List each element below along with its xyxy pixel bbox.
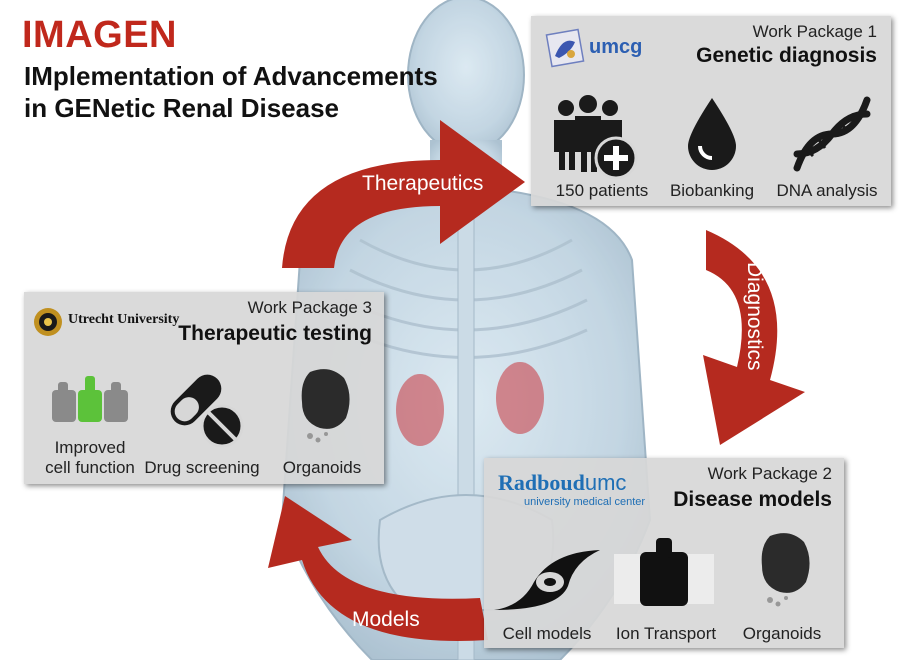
work-package-3-panel: Utrecht University Work Package 3 Therap… xyxy=(24,292,384,484)
organoid-icon xyxy=(301,369,350,443)
right-kidney xyxy=(496,362,544,434)
radboud-logo-sub: university medical center xyxy=(524,496,646,508)
left-kidney xyxy=(396,374,444,446)
pills-icon xyxy=(170,374,244,448)
wp3-caption-2: Drug screening xyxy=(144,458,260,477)
wp3-title: Therapeutic testing xyxy=(178,322,372,345)
cell-icon xyxy=(494,550,600,610)
work-package-1-panel: umcg Work Package 1 Genetic diagnosis 15… xyxy=(531,16,891,206)
wp2-caption-2: Ion Transport xyxy=(615,624,717,643)
page-title: IMAGEN xyxy=(22,14,177,56)
subtitle-line-2: in GENetic Renal Disease xyxy=(24,93,340,123)
therapeutics-arrow xyxy=(282,120,525,268)
wp2-caption-1: Cell models xyxy=(502,624,592,643)
dna-icon xyxy=(793,96,871,172)
umcg-logo-icon xyxy=(545,28,585,68)
wp3-caption-1: Improved cell function xyxy=(30,438,150,478)
patients-plus-icon xyxy=(554,95,638,180)
models-label: Models xyxy=(352,608,420,631)
wp2-title: Disease models xyxy=(673,488,832,511)
wp2-label: Work Package 2 xyxy=(707,464,832,483)
ion-transport-icon xyxy=(614,538,714,606)
utrecht-sun-icon xyxy=(34,308,62,336)
wp2-caption-3: Organoids xyxy=(742,624,822,643)
umcg-logo-text: umcg xyxy=(589,36,643,58)
wp1-title: Genetic diagnosis xyxy=(696,44,877,67)
wp1-caption-3: DNA analysis xyxy=(776,181,878,200)
diagnostics-label: Diagnostics xyxy=(743,262,766,371)
radboud-logo-main-b: umc xyxy=(584,470,627,495)
page-subtitle: IMplementation of Advancements in GENeti… xyxy=(24,60,494,124)
blood-drop-icon xyxy=(688,98,736,170)
wp1-caption-2: Biobanking xyxy=(669,181,755,200)
utrecht-logo-text: Utrecht University xyxy=(68,312,180,327)
radboud-logo: Radboudumc xyxy=(498,470,626,496)
wp3-caption-3: Organoids xyxy=(282,458,362,477)
therapeutics-label: Therapeutics xyxy=(362,172,484,195)
radboud-logo-main-a: Radboud xyxy=(498,470,585,495)
models-arrow xyxy=(268,496,488,641)
wp3-label: Work Package 3 xyxy=(247,298,372,317)
cell-function-icon xyxy=(52,376,128,422)
diagnostics-arrow xyxy=(703,230,805,445)
organoid-icon xyxy=(761,533,810,607)
wp1-caption-1: 150 patients xyxy=(555,181,649,200)
wp3-caption-1-line2: cell function xyxy=(45,458,135,477)
wp3-caption-1-line1: Improved xyxy=(54,438,126,457)
wp1-label: Work Package 1 xyxy=(752,22,877,41)
work-package-2-panel: Radboudumc university medical center Wor… xyxy=(484,458,844,648)
subtitle-line-1: IMplementation of Advancements xyxy=(24,61,438,91)
